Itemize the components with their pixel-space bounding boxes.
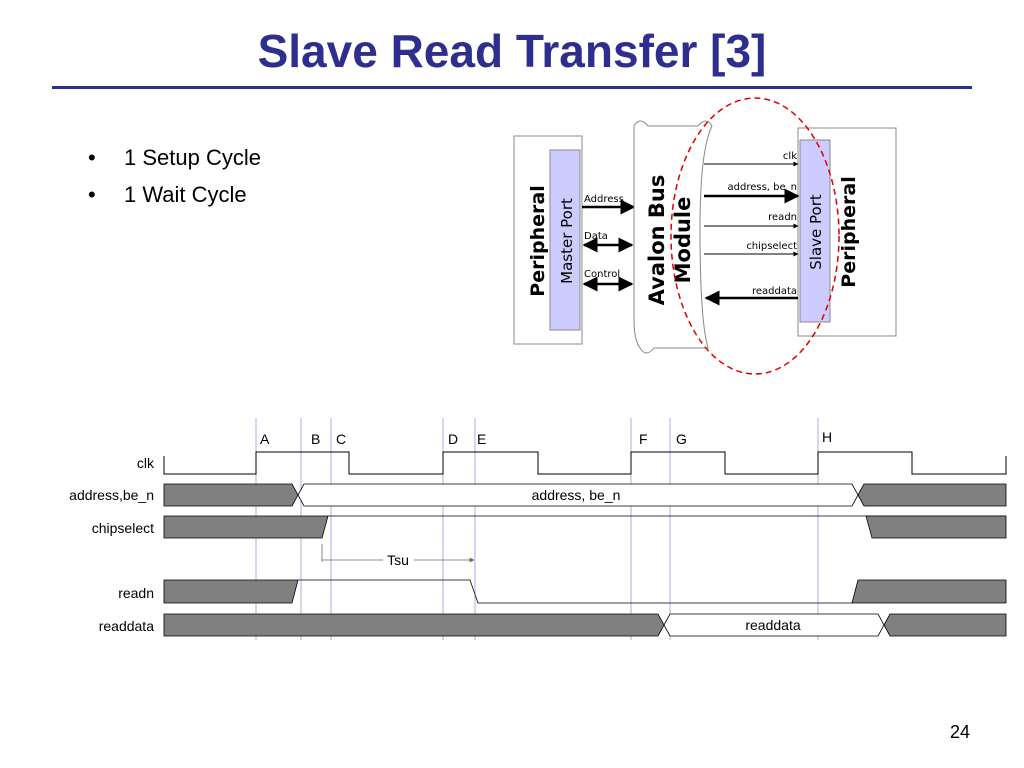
data-signal-label: Data bbox=[584, 231, 608, 242]
readn-undefined-start bbox=[163, 579, 299, 604]
bullet-dot: • bbox=[88, 182, 96, 207]
bus-label-line1: Avalon Bus bbox=[645, 175, 669, 306]
master-peripheral-box bbox=[513, 135, 583, 345]
readdata-signal-label: readdata bbox=[752, 286, 797, 297]
page-number: 24 bbox=[949, 722, 970, 742]
marker-b: B bbox=[311, 431, 320, 447]
bullet-item: • 1 Setup Cycle bbox=[88, 144, 261, 181]
signal-name-clk: clk bbox=[137, 455, 155, 471]
bullet-dot: • bbox=[88, 145, 96, 170]
marker-a: A bbox=[260, 431, 270, 447]
chipselect-undefined-end bbox=[865, 515, 1007, 539]
master-port-box bbox=[549, 149, 581, 331]
marker-g: G bbox=[676, 431, 687, 447]
marker-d: D bbox=[448, 431, 458, 447]
address-bus-value: address, be_n bbox=[532, 487, 621, 503]
address-signal-label: Address bbox=[584, 194, 624, 205]
address-valid-region bbox=[297, 483, 859, 507]
slave-peripheral-label: Peripheral bbox=[838, 176, 860, 287]
chipselect-undefined-start bbox=[163, 515, 329, 539]
avalon-bus-label: Avalon Bus bbox=[645, 175, 669, 306]
readn-signal-label: readn bbox=[768, 212, 797, 223]
address-undefined-start bbox=[163, 483, 299, 507]
master-peripheral-label: Peripheral bbox=[527, 185, 549, 296]
readdata-undefined-end bbox=[883, 613, 1007, 637]
signal-name-chipselect: chipselect bbox=[92, 520, 154, 536]
readn-undefined-end bbox=[851, 579, 1007, 604]
address-undefined-end bbox=[857, 483, 1007, 507]
marker-h: H bbox=[822, 429, 832, 445]
title-underline bbox=[52, 86, 972, 89]
bullet-text: 1 Wait Cycle bbox=[124, 182, 247, 207]
readdata-undefined-start bbox=[163, 613, 665, 637]
readn-waveform bbox=[298, 579, 852, 604]
readdata-bus-value: readdata bbox=[745, 617, 800, 633]
marker-f: F bbox=[639, 431, 648, 447]
slide-title: Slave Read Transfer [3] bbox=[257, 25, 767, 77]
master-port-label: Master Port bbox=[558, 198, 576, 284]
slave-port-box bbox=[799, 139, 831, 323]
slave-peripheral-box bbox=[797, 127, 897, 337]
tsu-label: Tsu bbox=[387, 552, 409, 568]
slave-port-label: Slave Port bbox=[807, 194, 825, 270]
clk-signal-label: clk bbox=[783, 151, 797, 162]
chipselect-signal-label: chipselect bbox=[746, 241, 797, 252]
bullet-text: 1 Setup Cycle bbox=[124, 145, 261, 170]
marker-lines bbox=[255, 418, 819, 640]
control-signal-label: Control bbox=[584, 269, 620, 280]
signal-name-readdata: readdata bbox=[99, 618, 154, 634]
module-label: Module bbox=[671, 197, 695, 284]
marker-e: E bbox=[477, 431, 486, 447]
address-be-n-signal-label: address, be_n bbox=[728, 182, 797, 193]
bullet-item: • 1 Wait Cycle bbox=[88, 181, 261, 218]
clk-waveform bbox=[163, 451, 1007, 475]
bullet-list: • 1 Setup Cycle • 1 Wait Cycle bbox=[88, 144, 261, 218]
highlight-ellipse bbox=[670, 97, 840, 375]
signal-name-readn: readn bbox=[118, 585, 154, 601]
marker-c: C bbox=[336, 431, 346, 447]
bus-label-line2: Module bbox=[671, 197, 695, 284]
avalon-bus-shape bbox=[633, 120, 713, 354]
signal-name-address-be-n: address,be_n bbox=[69, 487, 154, 503]
readdata-valid-region bbox=[663, 613, 885, 637]
